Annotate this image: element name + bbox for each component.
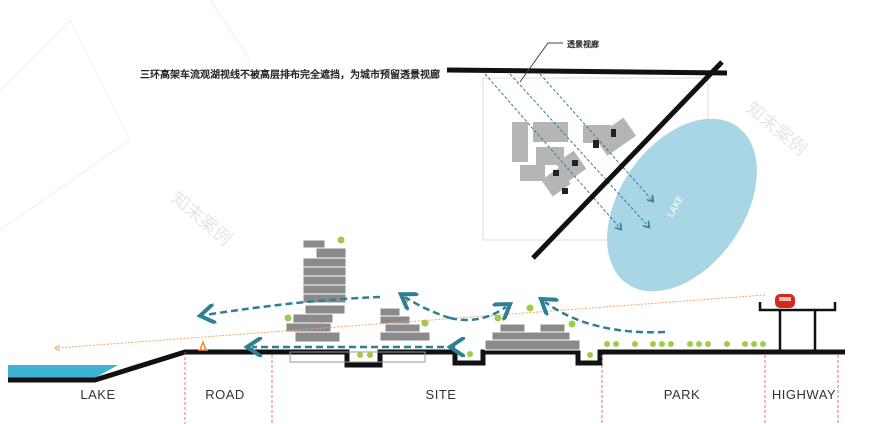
view-sightline (57, 294, 766, 348)
zone-label-park: PARK (664, 387, 700, 402)
caption: 三环高架车流观湖视线不被高层排布完全遮挡，为城市预留透景视廊 (140, 68, 440, 81)
lake-water (8, 365, 118, 378)
background-lines (0, 0, 251, 231)
zone-label-road: ROAD (205, 387, 245, 402)
section-view: LAKE ROAD SITE PARK HIGHWAY (8, 236, 845, 424)
corridor-label: 透景视廊 (567, 39, 599, 49)
zone-label-lake: LAKE (80, 387, 115, 402)
lake-shape (607, 118, 757, 292)
watermark: 知末案例 (167, 188, 236, 250)
cyclist-icon (198, 339, 208, 351)
zone-dividers (184, 352, 839, 424)
view-corridor-arrows (484, 73, 652, 228)
car-icon (775, 294, 795, 308)
highway-structure (758, 302, 837, 352)
corridor-leader-line (519, 42, 563, 83)
plan-view: LAKE 透景视廊 (446, 39, 757, 292)
wind-flow-arrows (205, 297, 666, 347)
expressway-line (531, 60, 724, 260)
plan-buildings (512, 117, 637, 197)
ground-line (8, 349, 845, 383)
zone-label-site: SITE (426, 387, 457, 402)
zone-label-highway: HIGHWAY (772, 387, 836, 402)
ring-road-line (446, 67, 728, 76)
